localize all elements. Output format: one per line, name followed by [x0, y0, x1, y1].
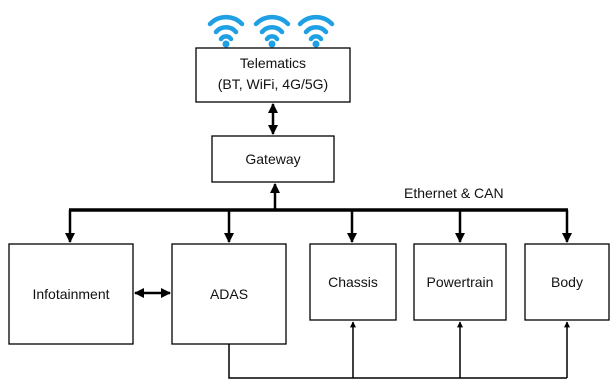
bus-label: Ethernet & CAN — [404, 185, 504, 201]
infotainment-label: Infotainment — [32, 286, 109, 302]
adas-feedback-bus — [228, 344, 567, 379]
adas-label: ADAS — [210, 286, 248, 302]
body-box — [524, 243, 610, 321]
body-label: Body — [551, 274, 583, 290]
chassis-box — [309, 243, 397, 321]
gateway-box — [211, 135, 335, 183]
wifi-icon — [207, 14, 245, 48]
telematics-title: Telematics — [240, 55, 306, 71]
telematics-box — [195, 47, 351, 103]
chassis-label: Chassis — [328, 274, 378, 290]
infotainment-box — [8, 243, 134, 345]
gateway-label: Gateway — [245, 151, 300, 167]
powertrain-label: Powertrain — [427, 274, 494, 290]
powertrain-box — [413, 243, 507, 321]
telematics-subtitle: (BT, WiFi, 4G/5G) — [218, 76, 328, 92]
wifi-icon — [297, 14, 335, 48]
adas-box — [171, 243, 287, 345]
wifi-icon — [253, 14, 291, 48]
